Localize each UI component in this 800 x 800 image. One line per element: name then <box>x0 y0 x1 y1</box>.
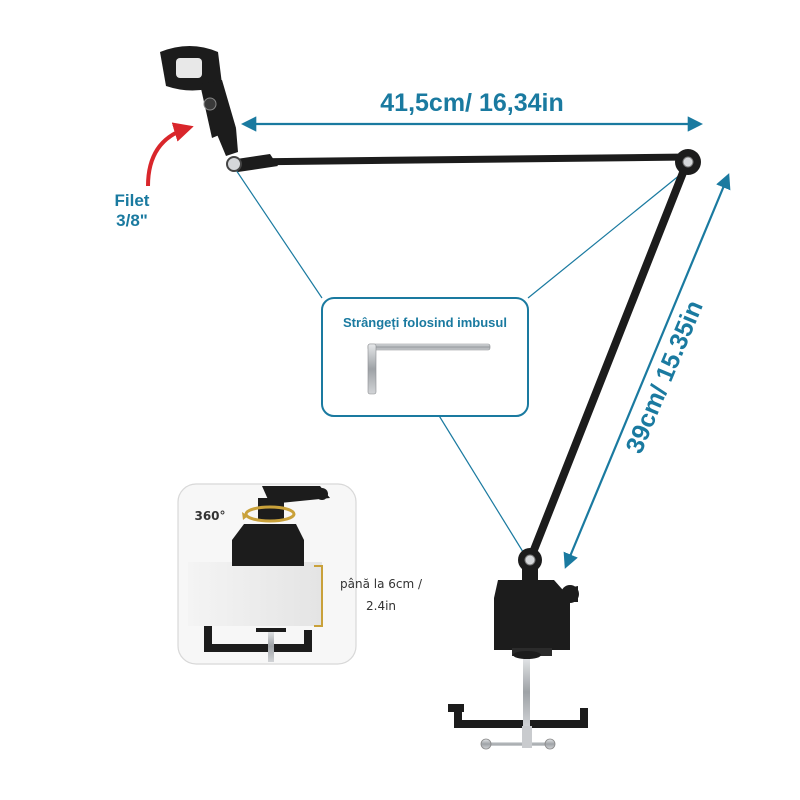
rotation-arrow-icon <box>244 505 296 523</box>
clamp-range-line1: până la 6cm / <box>340 577 423 591</box>
horizontal-arm <box>236 153 692 166</box>
vertical-length-label: 39cm/ 15.35in <box>620 296 708 457</box>
callout-line-mic-joint <box>235 169 323 299</box>
callout-line-base-joint <box>437 413 529 561</box>
desk-clamp <box>448 566 588 750</box>
diagonal-dimension-arrow <box>563 173 731 569</box>
tighten-info-box: Strângeți folosind imbusul <box>321 297 529 417</box>
diagonal-dimension: 39cm/ 15.35in <box>563 173 731 569</box>
thread-label-line2: 3/8" <box>116 211 148 230</box>
horizontal-length-label: 41,5cm/ 16,34in <box>380 89 563 117</box>
mic-joint <box>226 156 242 172</box>
mic-clip-holder <box>160 46 238 156</box>
clamp-detail-inset: 360° până la 6cm / 2.4in <box>177 483 423 665</box>
tighten-callout-label: Strângeți folosind imbusul <box>343 315 507 330</box>
red-curved-arrow-icon <box>146 122 194 187</box>
rotation-label: 360° <box>194 509 225 523</box>
thread-label-line1: Filet <box>115 191 150 210</box>
thread-callout: Filet 3/8" <box>115 122 194 230</box>
clamp-range-line2: 2.4in <box>366 599 396 613</box>
horizontal-dimension: 41,5cm/ 16,34in <box>240 89 704 132</box>
hex-key-icon <box>367 343 491 395</box>
